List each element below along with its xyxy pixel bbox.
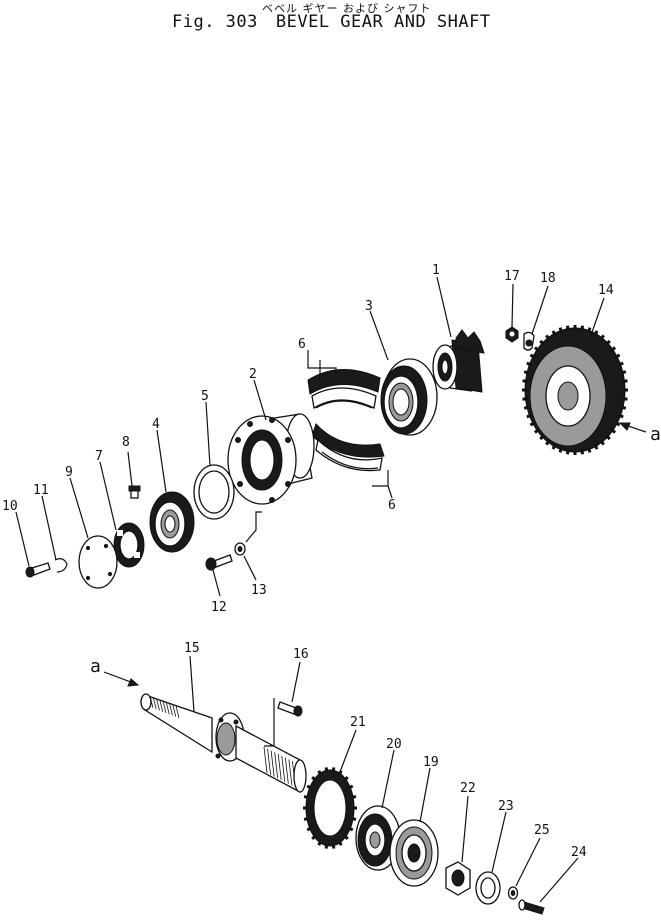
- callout-5: 5: [201, 389, 209, 404]
- callout-6-upper: 6: [298, 337, 306, 352]
- part-14-ring-gear[interactable]: [522, 325, 628, 455]
- callout-3: 3: [365, 299, 373, 314]
- callout-25: 25: [534, 823, 550, 838]
- part-12-bolt[interactable]: [205, 554, 233, 571]
- part-22-nut[interactable]: [445, 861, 471, 896]
- callout-1: 1: [432, 263, 440, 278]
- part-11-lock-washer[interactable]: [54, 558, 68, 573]
- callout-19: 19: [423, 755, 439, 770]
- callout-4: 4: [152, 417, 160, 432]
- part-5-snap-ring[interactable]: [193, 464, 235, 520]
- part-7-nut[interactable]: [113, 522, 145, 568]
- reference-arrow-lower: [103, 671, 140, 687]
- callout-6-lower: 6: [388, 498, 396, 513]
- figure-name: BEVEL GEAR AND SHAFT: [275, 12, 491, 32]
- part-24-bolt[interactable]: [518, 899, 545, 915]
- japanese-title: ベベル ギヤー および シャフト: [262, 2, 432, 15]
- reference-arrow-upper: [618, 422, 647, 433]
- part-1-bevel-pinion[interactable]: [432, 329, 485, 393]
- leader-lines: [15, 276, 605, 903]
- callout-9: 9: [65, 465, 73, 480]
- part-6-shims-upper[interactable]: [307, 369, 381, 410]
- callout-17: 17: [504, 269, 520, 284]
- callout-14: 14: [598, 283, 614, 298]
- callout-13: 13: [251, 583, 267, 598]
- figure-number: Fig. 303: [172, 12, 258, 32]
- callout-18: 18: [540, 271, 556, 286]
- part-17-nut[interactable]: [505, 326, 519, 343]
- part-6-shims-lower[interactable]: [311, 423, 385, 472]
- figure-title: Fig. 303 BEVEL GEAR AND SHAFT: [172, 12, 491, 32]
- callout-12: 12: [211, 600, 227, 615]
- part-18-lock-plate[interactable]: [523, 331, 535, 351]
- reference-label-a-upper: a: [650, 424, 661, 445]
- callout-24: 24: [571, 845, 587, 860]
- callout-15: 15: [184, 641, 200, 656]
- callout-16: 16: [293, 647, 309, 662]
- callout-8: 8: [122, 435, 130, 450]
- callout-20: 20: [386, 737, 402, 752]
- part-15-shaft[interactable]: [140, 693, 307, 794]
- part-19-retainer[interactable]: [389, 819, 439, 887]
- part-21-toothed-ring[interactable]: [303, 767, 357, 849]
- part-2-cage[interactable]: [227, 413, 315, 505]
- callout-2: 2: [249, 367, 257, 382]
- part-9-gasket[interactable]: [78, 535, 118, 589]
- callout-7: 7: [95, 449, 103, 464]
- figure-header: ベベル ギヤー および シャフト Fig. 303 BEVEL GEAR AND …: [0, 0, 661, 40]
- part-8-bolt[interactable]: [128, 485, 141, 499]
- part-25-washer[interactable]: [507, 886, 519, 900]
- callout-11: 11: [33, 483, 49, 498]
- callout-10: 10: [2, 499, 18, 514]
- part-13-washer[interactable]: [234, 542, 246, 556]
- callout-labels: 1 2 3 4 5 6 6 7 8 9 10 11 12 13 14 15 16…: [2, 263, 661, 860]
- callout-21: 21: [350, 715, 366, 730]
- part-4-bearing[interactable]: [149, 491, 195, 553]
- part-3-bearing[interactable]: [380, 358, 438, 436]
- callout-23: 23: [498, 799, 514, 814]
- part-10-bolt[interactable]: [25, 562, 51, 578]
- part-23-lock-washer[interactable]: [475, 871, 501, 905]
- reference-label-a-lower: a: [90, 656, 101, 677]
- part-16-bolt[interactable]: [277, 701, 303, 717]
- callout-22: 22: [460, 781, 476, 796]
